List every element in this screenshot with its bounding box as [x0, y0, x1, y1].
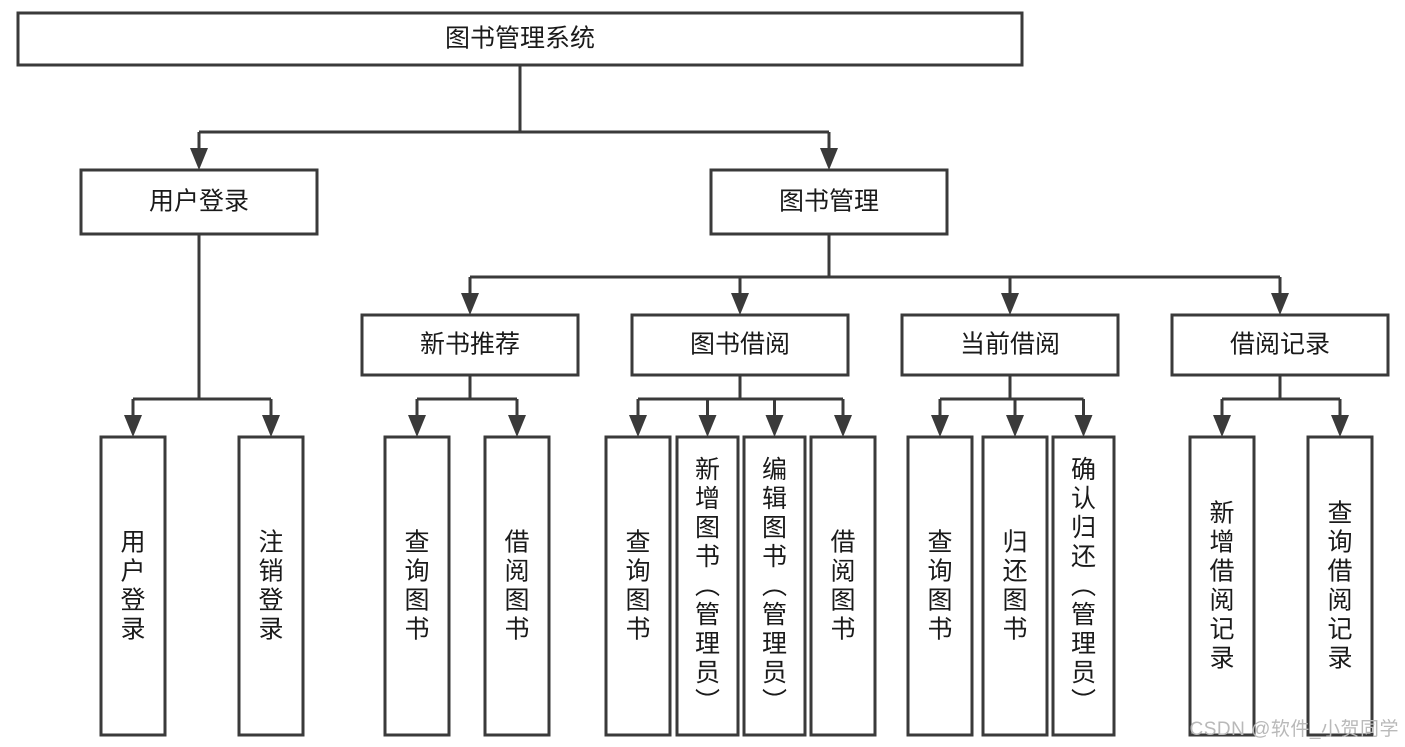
node-box: [16, 11, 1024, 67]
node-leaf-query-record[interactable]: 查询借阅记录: [1306, 435, 1374, 737]
node-box: [981, 435, 1049, 737]
node-leaf-user-logout[interactable]: 注销登录: [237, 435, 305, 737]
node-box: [675, 435, 740, 737]
arrow-head-icon: [408, 415, 426, 437]
node-borrow-record[interactable]: 借阅记录: [1170, 313, 1390, 377]
node-label: 新增图书︵管理员︶: [695, 456, 720, 716]
node-box: [1051, 435, 1116, 737]
node-box: [900, 313, 1120, 377]
node-label: 用户登录: [149, 188, 249, 216]
node-leaf-add-record[interactable]: 新增借阅记录: [1188, 435, 1256, 737]
node-label: 借阅图书: [504, 529, 529, 644]
node-box: [1306, 435, 1374, 737]
node-label: 新增借阅记录: [1209, 500, 1234, 673]
arrow-head-icon: [124, 415, 142, 437]
node-label: 查询图书: [625, 529, 650, 644]
arrow-head-icon: [1331, 415, 1349, 437]
node-label: 新书推荐: [420, 331, 520, 359]
arrow-head-icon: [765, 415, 784, 437]
node-label: 确认归还︵管理员︶: [1071, 456, 1096, 716]
node-user-login[interactable]: 用户登录: [79, 168, 319, 236]
arrow-head-icon: [629, 415, 647, 437]
node-box: [237, 435, 305, 737]
node-box: [742, 435, 807, 737]
node-label: 图书借阅: [690, 331, 790, 359]
arrow-head-icon: [834, 415, 852, 437]
csdn-watermark: CSDN @软件_小贺同学: [1189, 719, 1399, 740]
arrow-head-icon: [1001, 293, 1019, 315]
node-box: [99, 435, 167, 737]
node-leaf-query-book-current[interactable]: 查询图书: [906, 435, 974, 737]
node-box: [906, 435, 974, 737]
arrow-head-icon: [1271, 293, 1289, 315]
arrow-head-icon: [461, 293, 479, 315]
node-leaf-return-book[interactable]: 归还图书: [981, 435, 1049, 737]
node-box: [709, 168, 949, 236]
arrow-head-icon: [820, 148, 838, 170]
node-box: [809, 435, 877, 737]
node-leaf-query-book-rec[interactable]: 查询图书: [383, 435, 451, 737]
arrow-head-icon: [931, 415, 949, 437]
node-label: 图书管理: [779, 188, 879, 216]
node-label: 用户登录: [120, 529, 145, 644]
node-leaf-user-login[interactable]: 用户登录: [99, 435, 167, 737]
node-book-manage[interactable]: 图书管理: [709, 168, 949, 236]
node-leaf-borrow-book[interactable]: 借阅图书: [809, 435, 877, 737]
node-box: [1170, 313, 1390, 377]
node-label: 借阅记录: [1230, 331, 1330, 359]
node-box: [630, 313, 850, 377]
node-label: 查询图书: [927, 529, 952, 644]
arrow-head-icon: [1006, 415, 1024, 437]
node-box: [383, 435, 451, 737]
node-box: [1188, 435, 1256, 737]
node-leaf-confirm-return[interactable]: 确认归还︵管理员︶: [1051, 435, 1116, 737]
node-root[interactable]: 图书管理系统: [16, 11, 1024, 67]
node-layer: 图书管理系统用户登录图书管理新书推荐图书借阅当前借阅借阅记录用户登录注销登录查询…: [16, 11, 1390, 737]
node-box: [483, 435, 551, 737]
arrow-head-icon: [508, 415, 526, 437]
node-box: [360, 313, 580, 377]
node-label: 图书管理系统: [445, 25, 595, 53]
node-current-borrow[interactable]: 当前借阅: [900, 313, 1120, 377]
arrow-head-icon: [1213, 415, 1231, 437]
arrow-head-icon: [698, 415, 717, 437]
node-label: 注销登录: [258, 529, 283, 644]
arrow-head-icon: [1074, 415, 1093, 437]
node-new-book-rec[interactable]: 新书推荐: [360, 313, 580, 377]
connector-layer: [124, 65, 1349, 437]
node-leaf-edit-book[interactable]: 编辑图书︵管理员︶: [742, 435, 807, 737]
node-label: 归还图书: [1002, 529, 1027, 644]
node-label: 当前借阅: [960, 331, 1060, 359]
node-leaf-add-book[interactable]: 新增图书︵管理员︶: [675, 435, 740, 737]
arrow-head-icon: [262, 415, 280, 437]
arrow-head-icon: [190, 148, 208, 170]
node-label: 查询借阅记录: [1327, 500, 1352, 673]
node-book-borrow[interactable]: 图书借阅: [630, 313, 850, 377]
node-label: 借阅图书: [830, 529, 855, 644]
node-leaf-query-book-borrow[interactable]: 查询图书: [604, 435, 672, 737]
node-box: [604, 435, 672, 737]
node-label: 编辑图书︵管理员︶: [762, 456, 787, 716]
node-box: [79, 168, 319, 236]
node-leaf-borrow-book-rec[interactable]: 借阅图书: [483, 435, 551, 737]
node-label: 查询图书: [404, 529, 429, 644]
arrow-head-icon: [731, 293, 749, 315]
